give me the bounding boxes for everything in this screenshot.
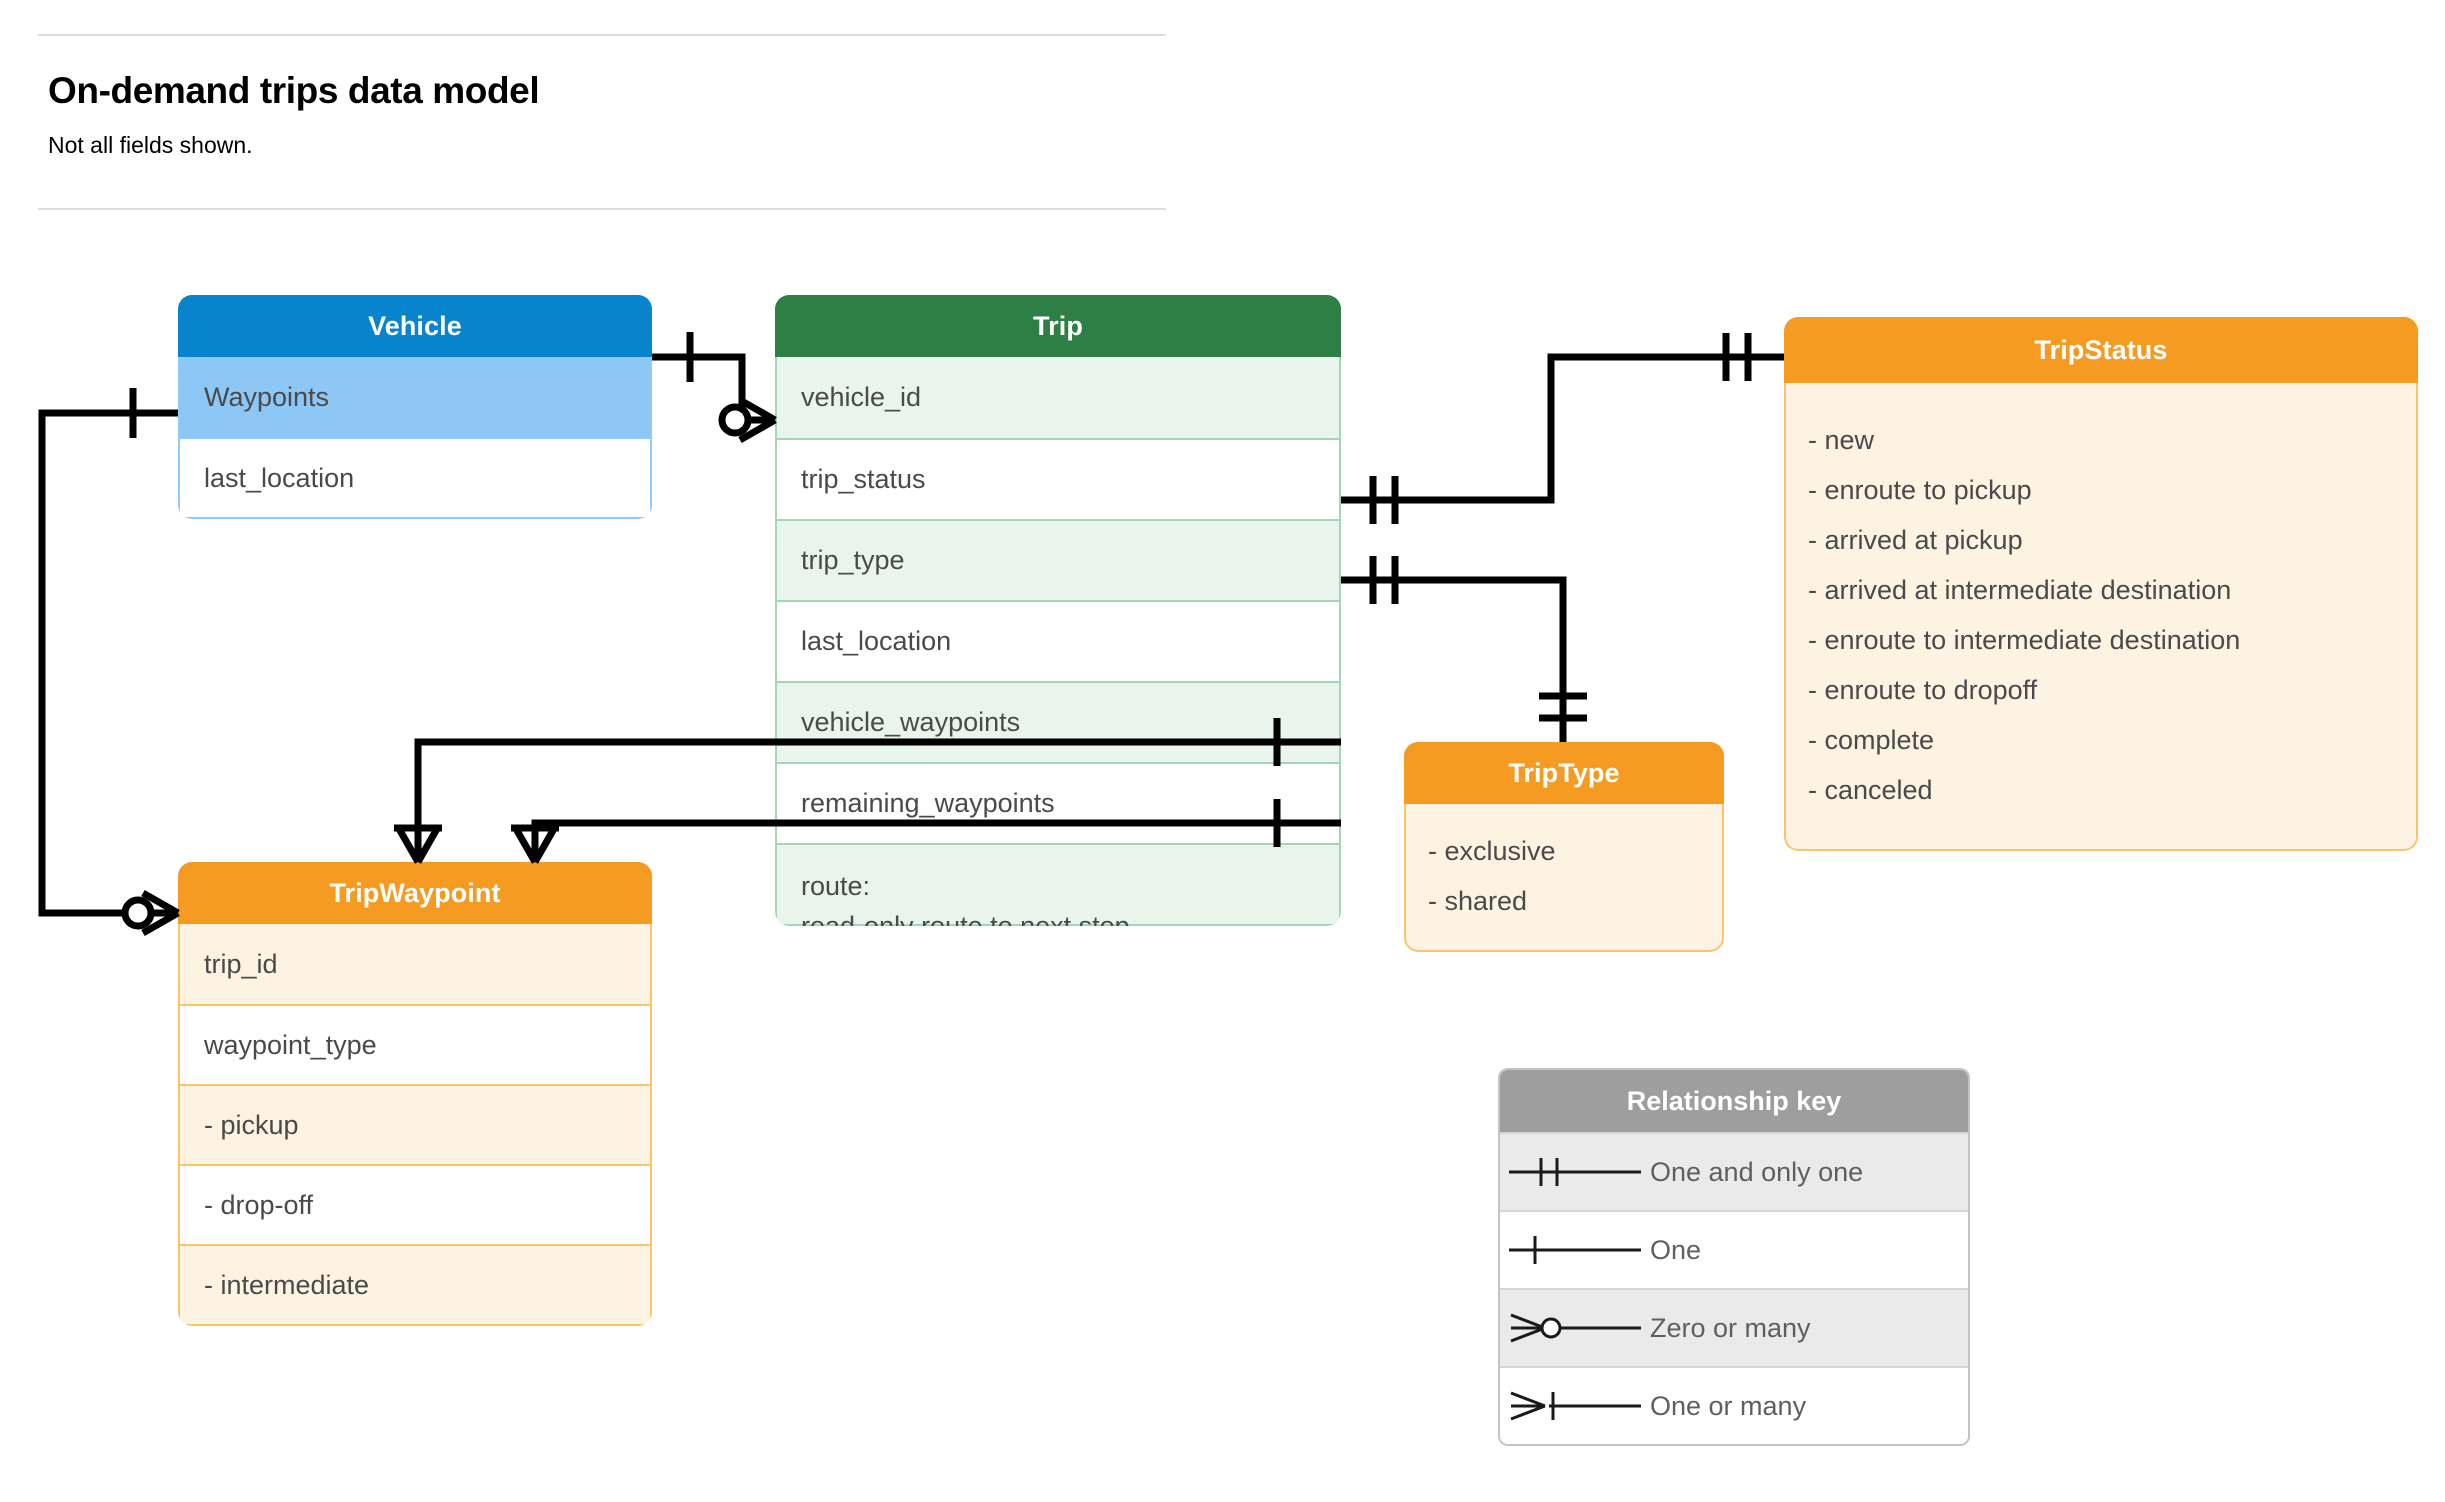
- field-tripwaypoint-intermediate[interactable]: - intermediate: [180, 1244, 650, 1324]
- field-vehicle-waypoints[interactable]: Waypoints: [180, 357, 650, 437]
- zero-circle-trip-vehicleid: [718, 403, 752, 437]
- entity-triptype-title: TripType: [1404, 742, 1724, 804]
- one-icon: [1500, 1230, 1650, 1270]
- legend-label: Zero or many: [1650, 1312, 1811, 1343]
- legend-row-zero-or-many[interactable]: Zero or many: [1500, 1288, 1968, 1366]
- page-subtitle: Not all fields shown.: [48, 132, 253, 158]
- entity-triptype-values: - exclusive - shared: [1404, 804, 1724, 952]
- connector-triptype: [1341, 576, 1567, 742]
- entity-vehicle-title: Vehicle: [178, 295, 652, 357]
- legend-row-one[interactable]: One: [1500, 1210, 1968, 1288]
- crowfoot-trip-vehicleid-b: [738, 416, 777, 444]
- triptype-value: - exclusive: [1428, 836, 1556, 866]
- zero-circle-tripwaypoint: [121, 896, 155, 930]
- legend-label: One and only one: [1650, 1156, 1864, 1187]
- entity-vehicle-fields: Waypoints last_location: [178, 357, 652, 519]
- legend-label: One: [1650, 1234, 1702, 1265]
- tripstatus-value: - enroute to intermediate destination: [1808, 625, 2241, 655]
- field-trip-route-line2: read-only route to next stop: [801, 910, 1130, 926]
- tripstatus-value: - canceled: [1808, 775, 1933, 805]
- entity-tripwaypoint[interactable]: TripWaypoint trip_id waypoint_type - pic…: [178, 862, 652, 1326]
- field-trip-remaining-waypoints[interactable]: remaining_waypoints: [777, 762, 1339, 843]
- field-trip-vehicle-id[interactable]: vehicle_id: [777, 357, 1339, 438]
- triptype-value: - shared: [1428, 886, 1528, 916]
- crowfoot-vw-a: [394, 825, 422, 864]
- one-and-only-one-icon: [1500, 1152, 1650, 1192]
- crowfoot-tripwaypoint-b: [141, 909, 180, 937]
- tripstatus-value: - complete: [1808, 725, 1935, 755]
- entity-triptype[interactable]: TripType - exclusive - shared: [1404, 742, 1724, 952]
- entity-tripstatus[interactable]: TripStatus - new - enroute to pickup - a…: [1784, 317, 2418, 851]
- legend-title: Relationship key: [1500, 1070, 1968, 1132]
- crowfoot-rw-a: [511, 825, 539, 864]
- tripstatus-value: - new: [1808, 425, 1875, 455]
- field-trip-vehicle-waypoints[interactable]: vehicle_waypoints: [777, 681, 1339, 762]
- legend-row-one-or-many[interactable]: One or many: [1500, 1366, 1968, 1444]
- one-or-many-icon: [1500, 1386, 1650, 1426]
- field-trip-trip-status[interactable]: trip_status: [777, 438, 1339, 519]
- field-tripwaypoint-pickup[interactable]: - pickup: [180, 1084, 650, 1164]
- field-trip-route-line1: route:: [801, 871, 871, 901]
- header-divider-bottom: [38, 208, 1166, 210]
- field-vehicle-last-location[interactable]: last_location: [180, 437, 650, 517]
- crowfoot-vw-b: [414, 825, 442, 864]
- header-divider-top: [38, 34, 1166, 36]
- crowfoot-rw-b: [531, 825, 559, 864]
- field-tripwaypoint-dropoff[interactable]: - drop-off: [180, 1164, 650, 1244]
- connector-tripstatus: [1341, 353, 1784, 504]
- tripstatus-value: - enroute to pickup: [1808, 475, 2032, 505]
- tripstatus-value: - arrived at intermediate destination: [1808, 575, 2232, 605]
- entity-vehicle[interactable]: Vehicle Waypoints last_location: [178, 295, 652, 519]
- page-title: On-demand trips data model: [48, 70, 540, 111]
- connector-waypoints-to-tripwaypoint: [38, 409, 178, 917]
- entity-tripstatus-title: TripStatus: [1784, 317, 2418, 383]
- entity-tripstatus-values: - new - enroute to pickup - arrived at p…: [1784, 383, 2418, 851]
- tripstatus-value: - enroute to dropoff: [1808, 675, 2038, 705]
- entity-tripwaypoint-title: TripWaypoint: [178, 862, 652, 924]
- crowfoot-trip-vehicleid-a: [738, 396, 777, 424]
- entity-tripwaypoint-fields: trip_id waypoint_type - pickup - drop-of…: [178, 924, 652, 1326]
- legend-row-one-and-only-one[interactable]: One and only one: [1500, 1132, 1968, 1210]
- field-trip-last-location[interactable]: last_location: [777, 600, 1339, 681]
- entity-trip-fields: vehicle_id trip_status trip_type last_lo…: [775, 357, 1341, 926]
- legend-label: One or many: [1650, 1390, 1807, 1421]
- tripstatus-value: - arrived at pickup: [1808, 525, 2023, 555]
- relationship-key-legend[interactable]: Relationship key One and only one One: [1498, 1068, 1970, 1446]
- field-tripwaypoint-trip-id[interactable]: trip_id: [180, 924, 650, 1004]
- field-tripwaypoint-waypoint-type[interactable]: waypoint_type: [180, 1004, 650, 1084]
- crowfoot-tripwaypoint-a: [141, 889, 180, 917]
- connector-vehicle-to-trip: [652, 353, 758, 424]
- entity-trip[interactable]: Trip vehicle_id trip_status trip_type la…: [775, 295, 1341, 926]
- field-trip-route[interactable]: route: read-only route to next stop: [777, 843, 1339, 926]
- entity-trip-title: Trip: [775, 295, 1341, 357]
- zero-or-many-icon: [1500, 1308, 1650, 1348]
- field-trip-trip-type[interactable]: trip_type: [777, 519, 1339, 600]
